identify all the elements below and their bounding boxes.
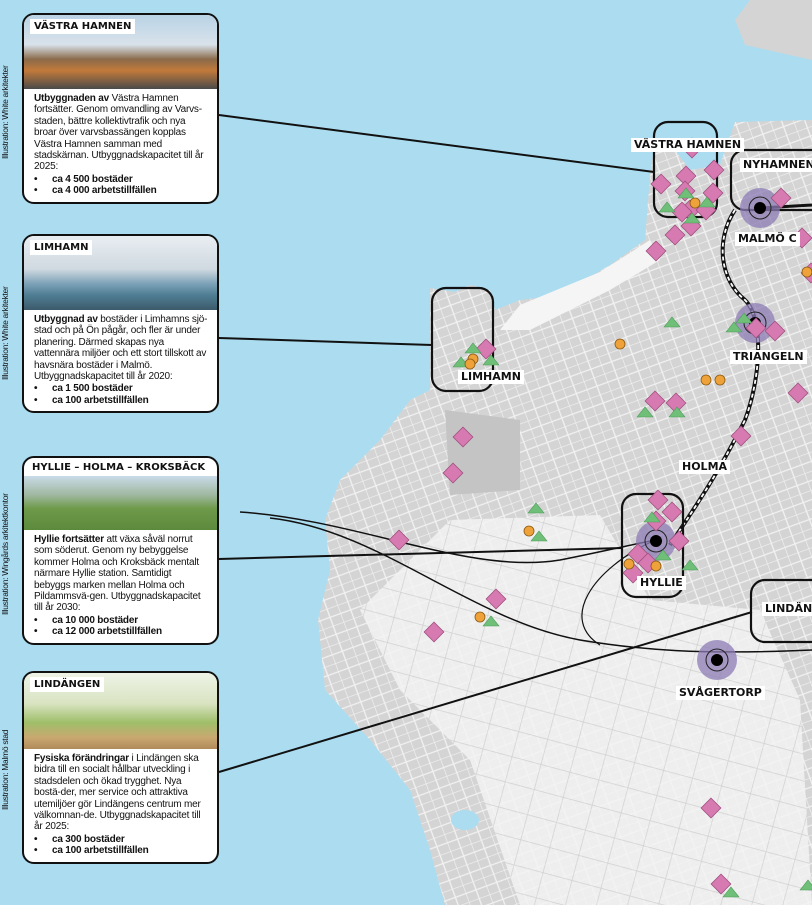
diamond-marker-icon xyxy=(644,390,666,412)
info-card-hyllie: HYLLIE – HOLMA – KROKSBÄCK Hyllie fortsä… xyxy=(22,456,219,645)
card-title: LINDÄNGEN xyxy=(30,677,105,692)
circle-marker-icon xyxy=(614,338,626,350)
area-label-hyllie: HYLLIE xyxy=(637,576,686,590)
area-label-vastra-hamnen: VÄSTRA HAMNEN xyxy=(631,138,745,152)
diamond-marker-icon xyxy=(650,173,672,195)
card-body: Hyllie fortsätter att växa såväl norrut … xyxy=(24,530,217,643)
station-icon xyxy=(711,654,723,666)
area-label-svagertorp: SVÅGERTORP xyxy=(676,686,765,700)
illustration-credit: Illustration: Wingårds arkitektkontor xyxy=(0,493,10,615)
triangle-marker-icon xyxy=(683,212,701,224)
triangle-marker-icon xyxy=(663,316,681,328)
circle-marker-icon xyxy=(464,358,476,370)
triangle-marker-icon xyxy=(799,879,812,891)
diamond-marker-icon xyxy=(700,797,722,819)
diamond-marker-icon xyxy=(770,187,792,209)
info-card-vastra-hamnen: VÄSTRA HAMNEN Utbyggnaden av Västra Hamn… xyxy=(22,13,219,204)
triangle-marker-icon xyxy=(643,511,661,523)
triangle-marker-icon xyxy=(482,354,500,366)
triangle-marker-icon xyxy=(681,559,699,571)
diamond-marker-icon xyxy=(671,201,693,223)
station-icon xyxy=(748,196,772,220)
circle-marker-icon xyxy=(714,374,726,386)
diamond-marker-icon xyxy=(452,426,474,448)
triangle-marker-icon xyxy=(722,886,740,898)
diamond-marker-icon xyxy=(787,382,809,404)
diamond-marker-icon xyxy=(664,224,686,246)
circle-marker-icon xyxy=(623,558,635,570)
triangle-marker-icon xyxy=(658,201,676,213)
station-icon xyxy=(705,648,729,672)
area-label-holma: HOLMA xyxy=(679,460,731,474)
triangle-marker-icon xyxy=(677,187,695,199)
diamond-marker-icon xyxy=(442,462,464,484)
circle-marker-icon xyxy=(700,374,712,386)
triangle-marker-icon xyxy=(530,530,548,542)
illustration-image xyxy=(24,476,217,530)
area-label-triangeln: TRIANGELN xyxy=(730,350,807,364)
diamond-marker-icon xyxy=(423,621,445,643)
diamond-marker-icon xyxy=(485,588,507,610)
diamond-marker-icon xyxy=(647,489,669,511)
card-body: Utbyggnad av bostäder i Limhamns sjö-sta… xyxy=(24,310,217,411)
park xyxy=(445,410,520,495)
card-title: VÄSTRA HAMNEN xyxy=(30,19,136,34)
triangle-marker-icon xyxy=(735,312,753,324)
diamond-marker-icon xyxy=(764,320,786,342)
area-label-limhamn: LIMHAMN xyxy=(458,370,524,384)
info-card-lindangen: LINDÄNGEN Fysiska förändringar i Lindäng… xyxy=(22,671,219,864)
diamond-marker-icon xyxy=(665,392,687,414)
area-label-malmo-c: MALMÖ C xyxy=(735,232,800,246)
station-icon xyxy=(650,535,662,547)
triangle-marker-icon xyxy=(725,321,743,333)
card-title: HYLLIE – HOLMA – KROKSBÄCK xyxy=(32,462,206,473)
card-body: Fysiska förändringar i Lindängen ska bid… xyxy=(24,749,217,862)
triangle-marker-icon xyxy=(482,615,500,627)
triangle-marker-icon xyxy=(668,406,686,418)
triangle-marker-icon xyxy=(698,196,716,208)
info-card-limhamn: LIMHAMN Utbyggnad av bostäder i Limhamns… xyxy=(22,234,219,414)
circle-marker-icon xyxy=(523,525,535,537)
illustration-image: LIMHAMN xyxy=(24,236,217,310)
circle-marker-icon xyxy=(689,197,701,209)
card-body: Utbyggnaden av Västra Hamnen fortsätter.… xyxy=(24,89,217,202)
land-mass xyxy=(735,0,812,60)
diamond-marker-icon xyxy=(675,165,697,187)
leader-lines xyxy=(218,114,753,773)
circle-marker-icon xyxy=(650,560,662,572)
area-label-nyhamnen: NYHAMNEN xyxy=(740,158,812,172)
open-area xyxy=(360,515,812,905)
card-title: LIMHAMN xyxy=(30,240,93,255)
area-boxes xyxy=(430,120,812,644)
triangle-marker-icon xyxy=(527,502,545,514)
illustration-image: LINDÄNGEN xyxy=(24,673,217,749)
diamond-marker-icon xyxy=(661,501,683,523)
illustration-credit: Illustration: White arkitekter xyxy=(0,286,10,380)
diamond-marker-icon xyxy=(730,425,752,447)
diamond-marker-icon xyxy=(645,240,667,262)
station-icon xyxy=(754,202,766,214)
area-label-lindangen: LINDÄNG xyxy=(762,602,812,616)
triangle-marker-icon xyxy=(464,342,482,354)
triangle-marker-icon xyxy=(636,406,654,418)
illustration-credit: Illustration: Malmö stad xyxy=(0,729,10,811)
diamond-marker-icon xyxy=(388,529,410,551)
illustration-image: VÄSTRA HAMNEN xyxy=(24,15,217,89)
diamond-marker-icon xyxy=(475,338,497,360)
triangle-marker-icon xyxy=(654,549,672,561)
illustration-credit: Illustration: White arkitekter xyxy=(0,65,10,159)
diamond-marker-icon xyxy=(668,530,690,552)
circle-marker-icon xyxy=(474,611,486,623)
circle-marker-icon xyxy=(801,266,812,278)
diamond-marker-icon xyxy=(703,159,725,181)
diamond-marker-icon xyxy=(710,873,732,895)
lake xyxy=(451,810,479,830)
